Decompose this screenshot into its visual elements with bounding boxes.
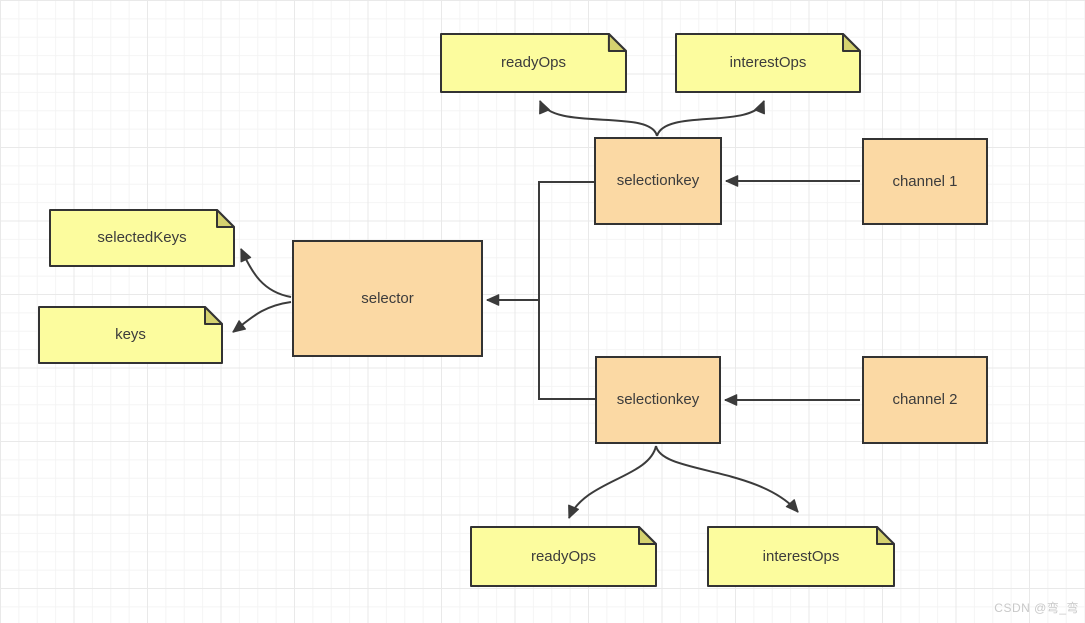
note-shape (38, 306, 223, 364)
edge-selectionkey2-interestops-bottom (655, 445, 799, 513)
box-channel-1: channel 1 (862, 138, 988, 225)
note-keys: keys (38, 306, 223, 364)
box-label: channel 1 (892, 172, 958, 190)
note-shape (675, 33, 861, 93)
note-shape (707, 526, 895, 587)
edge-selectionkey1-readyops-top (539, 100, 658, 137)
box-label: selectionkey (616, 391, 700, 408)
note-label: keys (115, 326, 146, 343)
note-label: interestOps (762, 547, 840, 565)
csdn-watermark: CSDN @弯_弯 (994, 601, 1079, 615)
edge-selectionkeys-trunk (538, 181, 595, 400)
note-readyops-top: readyOps (440, 33, 627, 93)
box-label: selectionkey (616, 172, 700, 189)
note-shape (440, 33, 627, 93)
note-readyops-bottom: readyOps (470, 526, 657, 587)
note-shape (49, 209, 235, 267)
box-selectionkey-1: selectionkey (594, 137, 722, 225)
box-selectionkey-2: selectionkey (595, 356, 721, 444)
box-channel-2: channel 2 (862, 356, 988, 444)
note-label: readyOps (500, 54, 567, 71)
edge-selectionkey1-interestops-top (656, 100, 765, 137)
box-label: selector (361, 289, 414, 307)
note-interestops-top: interestOps (675, 33, 861, 93)
note-label: readyOps (530, 547, 597, 565)
edge-selector-selectedkeys (240, 248, 292, 298)
box-selector: selector (292, 240, 483, 357)
note-label: selectedKeys (97, 229, 187, 246)
edge-selectionkey2-readyops-bottom (568, 445, 657, 519)
box-label: channel 2 (892, 391, 958, 408)
note-selectedkeys: selectedKeys (49, 209, 235, 267)
note-interestops-bottom: interestOps (707, 526, 895, 587)
note-label: interestOps (729, 54, 807, 71)
edge-selector-keys (232, 301, 292, 333)
note-shape (470, 526, 657, 587)
